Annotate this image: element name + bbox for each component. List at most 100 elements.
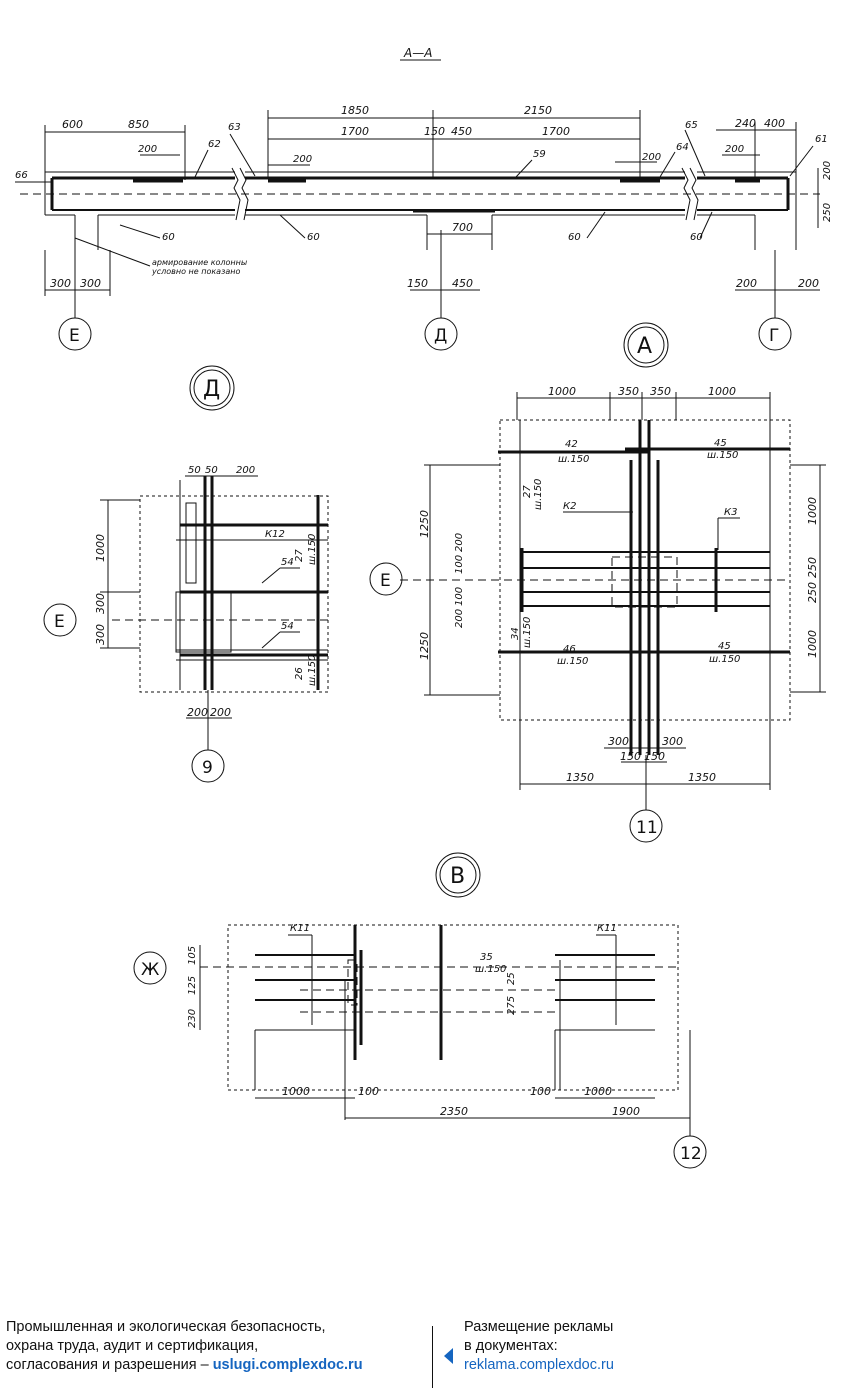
- mark-64: 64: [676, 142, 689, 153]
- na-axis-11: 11: [636, 818, 658, 838]
- nb-dim-100a: 100: [358, 1085, 379, 1098]
- na-dim-b150b: 150: [644, 750, 665, 763]
- nb-dim-1900: 1900: [612, 1105, 640, 1118]
- na-dim-r250a: 250: [806, 557, 819, 578]
- na-dim-r250b: 250: [806, 582, 819, 603]
- mark-60-a: 60: [162, 232, 175, 243]
- dim-1700a: 1700: [341, 125, 369, 138]
- footer-left-line3: согласования и разрешения –: [6, 1357, 209, 1373]
- na-dim-200a: 200: [454, 533, 465, 552]
- na-dim-b300b: 300: [662, 735, 683, 748]
- nd-dim-50a: 50: [188, 465, 201, 476]
- note-line2: условно не показано: [151, 267, 240, 276]
- axis-d-top: Д: [434, 326, 447, 346]
- node-a-title: А: [637, 334, 652, 359]
- advertising-link[interactable]: reklama.complexdoc.ru: [464, 1357, 614, 1373]
- na-dim-b300a: 300: [608, 735, 629, 748]
- nd-dim-200b: 200: [210, 706, 231, 719]
- na-mark-sh150b: ш.150: [707, 450, 738, 461]
- nd-mark-54a: 54: [281, 557, 294, 568]
- dim-b200b: 200: [798, 277, 819, 290]
- mark-62: 62: [208, 139, 221, 150]
- dim-right-250: 250: [822, 203, 833, 222]
- na-dim-200b: 200: [454, 609, 465, 628]
- mark-66: 66: [15, 170, 28, 181]
- mark-60-d: 60: [690, 232, 703, 243]
- arrow-left-icon: [444, 1348, 453, 1364]
- construction-drawing: А—А 600 850 1850 2150 240 400 1700 150 4…: [15, 46, 833, 1169]
- dim-700: 700: [452, 221, 473, 234]
- na-mark-34: 34: [510, 627, 521, 640]
- dim-1700b: 1700: [542, 125, 570, 138]
- dim-200-c: 200: [642, 152, 661, 163]
- na-mark-sh150d: ш.150: [522, 617, 533, 648]
- nd-mark-sh150a: ш.150: [307, 534, 318, 565]
- nd-mark-27: 27: [294, 549, 305, 562]
- nd-mark-54b: 54: [281, 621, 294, 632]
- na-dim-350b: 350: [650, 385, 671, 398]
- nb-dim-230: 230: [187, 1009, 198, 1028]
- dim-200-b: 200: [293, 154, 312, 165]
- nb-mark-25: 25: [506, 972, 517, 985]
- nd-dim-300b: 300: [94, 624, 107, 645]
- nb-mark-275: 275: [506, 996, 517, 1015]
- mark-61: 61: [815, 134, 828, 145]
- na-dim-b150a: 150: [620, 750, 641, 763]
- node-d-title: Д: [203, 377, 220, 402]
- footer-right-line1: Размещение рекламы: [464, 1319, 614, 1335]
- na-dim-100a: 100: [454, 555, 465, 574]
- dim-400: 400: [764, 117, 785, 130]
- node-b-title: В: [450, 864, 465, 889]
- dim-850: 850: [128, 118, 149, 131]
- na-mark-45b: 45: [718, 641, 731, 652]
- na-dim-b1350b: 1350: [688, 771, 716, 784]
- na-dim-r1000a: 1000: [806, 497, 819, 525]
- dim-b150: 150: [407, 277, 428, 290]
- na-dim-b1350a: 1350: [566, 771, 594, 784]
- dim-b300a: 300: [50, 277, 71, 290]
- dim-450: 450: [451, 125, 472, 138]
- nb-mark-sh150: ш.150: [475, 964, 506, 975]
- footer-right: Размещение рекламы в документах: reklama…: [464, 1318, 614, 1375]
- nb-dim-100b: 100: [530, 1085, 551, 1098]
- dim-1850: 1850: [341, 104, 369, 117]
- footer-left-line1: Промышленная и экологическая безопасност…: [6, 1319, 326, 1335]
- na-mark-42: 42: [565, 439, 578, 450]
- mark-60-b: 60: [307, 232, 320, 243]
- footer-left: Промышленная и экологическая безопасност…: [6, 1318, 363, 1375]
- nb-axis-zh: Ж: [141, 960, 159, 980]
- na-dim-100b: 100: [454, 587, 465, 606]
- na-mark-k3: К3: [724, 507, 737, 518]
- na-dim-1000b: 1000: [708, 385, 736, 398]
- na-dim-350a: 350: [618, 385, 639, 398]
- dim-b200a: 200: [736, 277, 757, 290]
- mark-59: 59: [533, 149, 546, 160]
- footer-left-line2: охрана труда, аудит и сертификация,: [6, 1338, 259, 1354]
- nd-dim-50b: 50: [205, 465, 218, 476]
- axis-e-top: Е: [69, 326, 80, 346]
- footer: Промышленная и экологическая безопасност…: [0, 1310, 865, 1399]
- na-mark-45a: 45: [714, 438, 727, 449]
- nb-dim-105: 105: [187, 946, 198, 965]
- dim-b450: 450: [452, 277, 473, 290]
- dim-b300b: 300: [80, 277, 101, 290]
- mark-65: 65: [685, 120, 698, 131]
- nd-mark-26: 26: [294, 667, 305, 680]
- nd-dim-200: 200: [236, 465, 255, 476]
- mark-63: 63: [228, 122, 241, 133]
- na-mark-46: 46: [563, 644, 576, 655]
- dim-600: 600: [62, 118, 83, 131]
- footer-divider: [432, 1326, 433, 1388]
- nd-axis-e: Е: [54, 612, 65, 632]
- na-mark-sh150a: ш.150: [558, 454, 589, 465]
- nd-axis-9: 9: [202, 758, 213, 778]
- dim-200-d: 200: [725, 144, 744, 155]
- axis-g-top: Г: [769, 326, 779, 346]
- nb-dim-1000a: 1000: [282, 1085, 310, 1098]
- services-link[interactable]: uslugi.complexdoc.ru: [212, 1357, 363, 1373]
- section-title: А—А: [403, 46, 432, 60]
- nd-dim-1000: 1000: [94, 534, 107, 562]
- nb-mark-k11b: К11: [597, 923, 617, 934]
- na-axis-e: Е: [380, 571, 391, 591]
- dim-150: 150: [424, 125, 445, 138]
